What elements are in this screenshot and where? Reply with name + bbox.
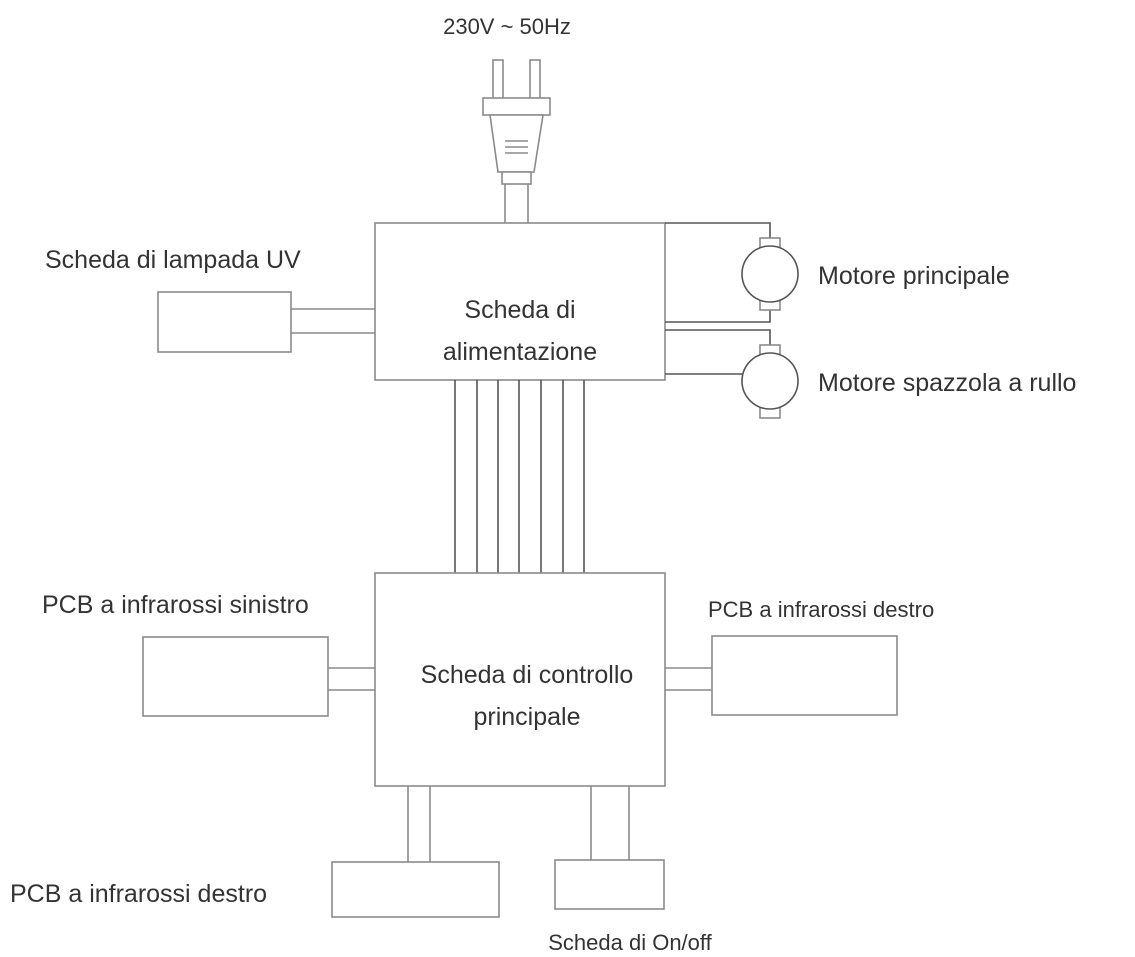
- power-board-label-line1: Scheda di: [464, 296, 575, 324]
- main-motor: Motore principale: [665, 222, 1010, 323]
- left-ir-pcb-label: PCB a infrarossi sinistro: [42, 591, 309, 619]
- interconnect-bus: [454, 380, 585, 573]
- right-ir-pcb-label: PCB a infrarossi destro: [708, 597, 934, 622]
- right-ir-pcb: PCB a infrarossi destro: [665, 597, 934, 716]
- uv-lamp-board-label: Scheda di lampada UV: [45, 246, 301, 274]
- onoff-board: Scheda di On/off: [548, 786, 713, 955]
- roller-brush-motor: Motore spazzola a rullo: [665, 329, 1076, 419]
- bottom-ir-pcb-label: PCB a infrarossi destro: [10, 880, 267, 908]
- power-board: Scheda di alimentazione: [374, 222, 666, 381]
- uv-lamp-board: Scheda di lampada UV: [45, 246, 375, 353]
- main-control-board: Scheda di controllo principale: [374, 572, 666, 787]
- dc-motor-icon: [741, 237, 799, 311]
- onoff-board-label: Scheda di On/off: [548, 930, 712, 955]
- main-control-board-label-line1: Scheda di controllo: [421, 661, 634, 689]
- power-board-label-line2: alimentazione: [443, 338, 597, 366]
- main-control-board-label-line2: principale: [473, 703, 580, 731]
- bottom-ir-pcb: PCB a infrarossi destro: [10, 786, 500, 918]
- main-motor-label: Motore principale: [818, 262, 1010, 290]
- left-ir-pcb: PCB a infrarossi sinistro: [42, 591, 375, 717]
- dc-motor-icon: [741, 344, 799, 419]
- roller-brush-motor-label: Motore spazzola a rullo: [818, 369, 1076, 397]
- power-source-label: 230V ~ 50Hz: [443, 14, 571, 39]
- power-plug-icon: [482, 59, 551, 223]
